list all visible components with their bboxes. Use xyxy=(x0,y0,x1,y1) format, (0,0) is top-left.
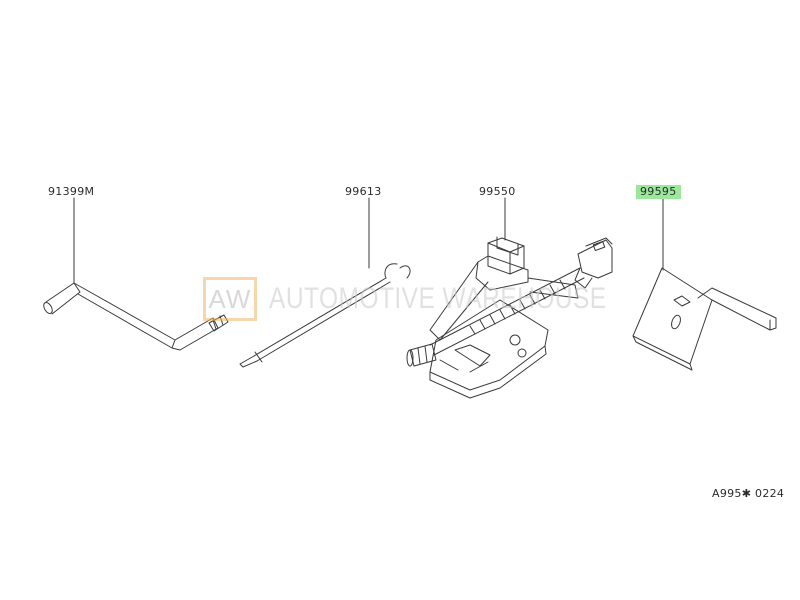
leader-lines xyxy=(73,197,664,284)
wheel-brace-drawing xyxy=(43,282,229,351)
part-label-91399m: 91399M xyxy=(48,185,95,198)
part-label-99595: 99595 xyxy=(636,185,681,199)
part-label-99613: 99613 xyxy=(345,185,382,198)
diagram-reference-code: A995✱ 0224 xyxy=(712,487,785,500)
bracket-plate-drawing xyxy=(632,267,777,371)
scissor-jack-drawing xyxy=(406,236,613,399)
jack-rod-drawing xyxy=(239,263,411,368)
part-label-99550: 99550 xyxy=(479,185,516,198)
